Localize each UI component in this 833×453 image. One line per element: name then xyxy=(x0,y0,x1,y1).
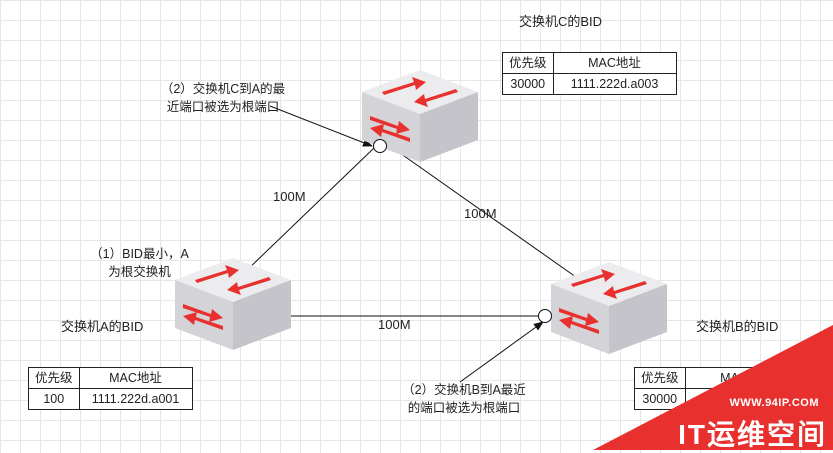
priority-value: 30000 xyxy=(634,388,686,410)
note-a-root-bridge: （1）BID最小，A 为根交换机 xyxy=(82,245,197,281)
priority-value: 100 xyxy=(28,388,80,410)
switch-b-bid-title: 交换机B的BID xyxy=(696,319,779,334)
mac-value: 1111.222d.a001 xyxy=(78,388,193,410)
switch-a-bid-table: 优先级 MAC地址 100 1111.222d.a001 xyxy=(28,367,193,410)
note-line: （2）交换机C到A的最 xyxy=(160,82,286,96)
link-a-b-bandwidth: 100M xyxy=(378,317,411,332)
priority-header: 优先级 xyxy=(502,52,554,74)
note-line: （1）BID最小，A xyxy=(90,247,189,261)
note-b-root-port: （2）交换机B到A最近 的端口被选为根端口 xyxy=(394,381,534,417)
root-port-b-marker xyxy=(538,309,552,323)
link-a-c-bandwidth: 100M xyxy=(273,189,306,204)
link-c-b xyxy=(389,145,584,283)
watermark: WWW.94IP.COM IT运维空间 xyxy=(593,325,833,450)
switch-c-bid-table: 优先级 MAC地址 30000 1111.222d.a003 xyxy=(502,52,677,95)
watermark-banner-icon xyxy=(593,325,833,450)
arrow-c-root-port xyxy=(269,105,373,147)
watermark-site: WWW.94IP.COM xyxy=(729,397,819,409)
mac-value: 1111.222d.a003 xyxy=(552,73,677,95)
mac-header: MAC地址 xyxy=(552,52,677,74)
root-port-c-marker xyxy=(373,139,387,153)
note-line: （2）交换机B到A最近 xyxy=(402,383,526,397)
mac-header: MAC地址 xyxy=(78,367,193,389)
note-line: 为根交换机 xyxy=(108,265,171,279)
note-c-root-port: （2）交换机C到A的最 近端口被选为根端口 xyxy=(153,80,293,116)
priority-header: 优先级 xyxy=(28,367,80,389)
watermark-title: IT运维空间 xyxy=(678,419,827,450)
switch-c-bid-title: 交换机C的BID xyxy=(519,14,603,29)
priority-value: 30000 xyxy=(502,73,554,95)
note-line: 近端口被选为根端口 xyxy=(166,100,280,114)
arrow-b-root-port xyxy=(459,321,544,383)
note-line: 的端口被选为根端口 xyxy=(407,401,521,415)
switch-a-bid-title: 交换机A的BID xyxy=(61,319,144,334)
link-a-c xyxy=(244,147,375,273)
link-c-b-bandwidth: 100M xyxy=(464,206,497,221)
